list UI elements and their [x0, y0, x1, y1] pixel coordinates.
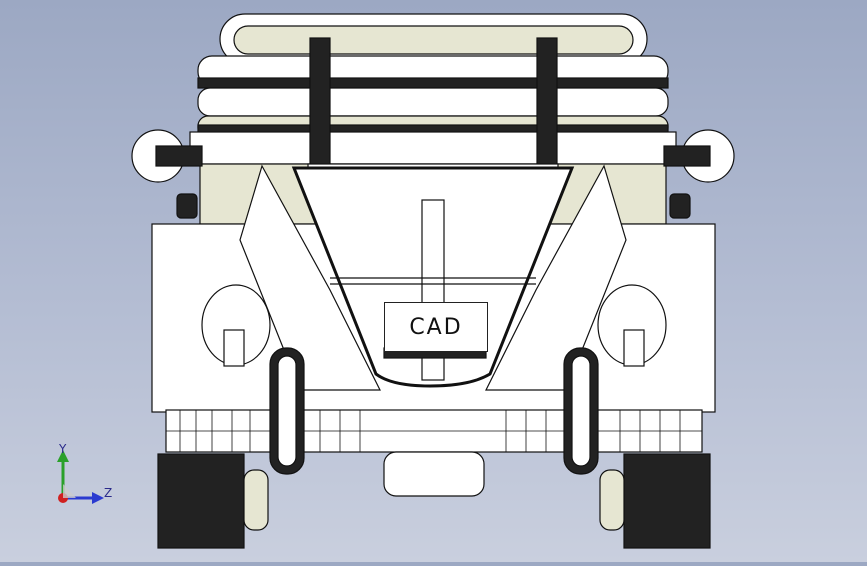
- license-plate: CAD: [384, 302, 488, 352]
- y-axis-label: Y: [59, 442, 67, 456]
- axis-triad-graphic: [57, 450, 104, 504]
- left-wheel: [157, 453, 245, 549]
- roof-rack-bar-2: [197, 87, 669, 117]
- right-wheel: [623, 453, 711, 549]
- roof-rack-bar-3: [189, 131, 677, 165]
- z-axis-label: Z: [104, 486, 113, 500]
- license-plate-text: CAD: [409, 314, 463, 340]
- axis-triad: Y Z: [44, 440, 124, 510]
